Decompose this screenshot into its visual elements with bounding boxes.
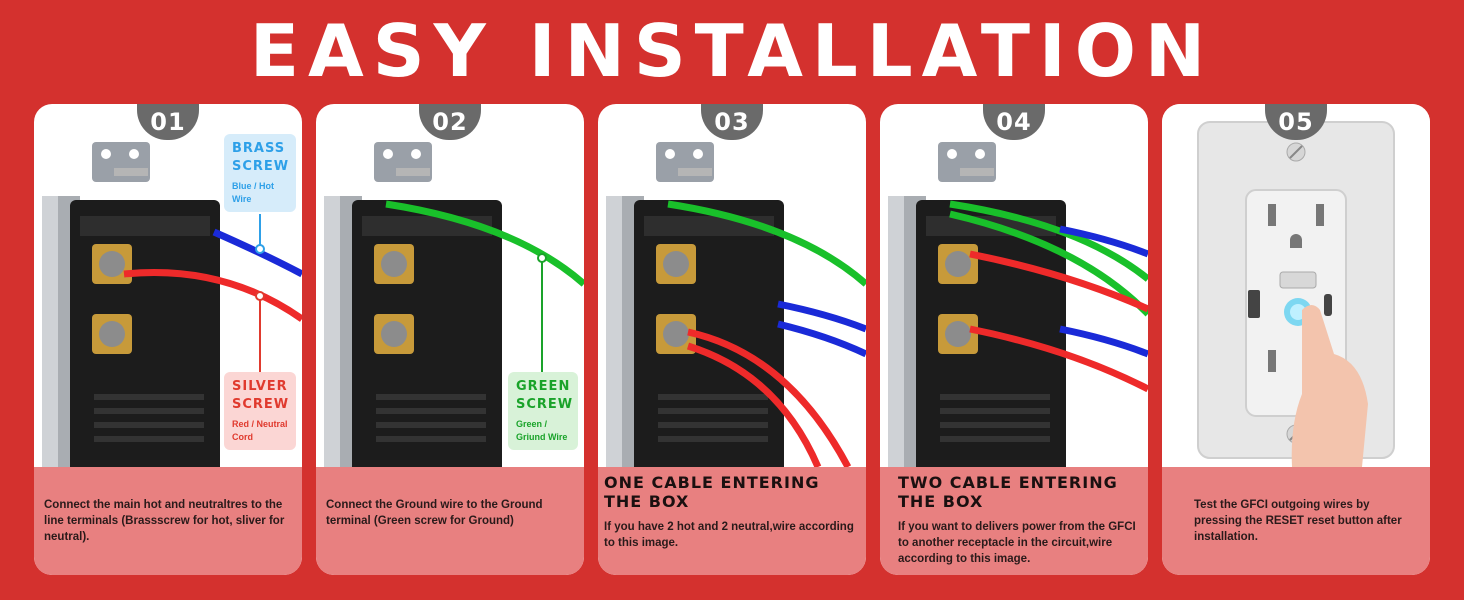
step-caption: ONE CABLE ENTERING THE BOX If you have 2…: [598, 467, 866, 575]
green-screw-label: GREEN SCREW Green / Griund Wire: [508, 372, 578, 450]
step-card-05: 05 Test the GFCI outgoing wires by press…: [1162, 104, 1430, 575]
outlet-wiring-illustration: [324, 142, 584, 467]
step-description: Connect the main hot and neutraltres to …: [44, 499, 285, 543]
step-caption: Test the GFCI outgoing wires by pressing…: [1162, 467, 1430, 575]
step-heading: ONE CABLE ENTERING THE BOX: [604, 473, 820, 511]
outlet-wiring-illustration: [888, 142, 1148, 467]
step-card-02: 02 GREEN SCREW Green / Griund Wire Conne…: [316, 104, 584, 575]
step-card-03: 03 ONE CABLE ENTERING THE BOX If you hav…: [598, 104, 866, 575]
brass-screw-label: BRASS SCREW Blue / Hot Wire: [224, 134, 296, 212]
step-description: Test the GFCI outgoing wires by pressing…: [1194, 499, 1402, 543]
step-description: Connect the Ground wire to the Ground te…: [326, 499, 543, 527]
step-card-01: 01 BRASS SCREW Blue / Hot Wire SILVER SC…: [34, 104, 302, 575]
step-card-04: 04 TWO CABLE ENTERING THE BOX If you wan…: [880, 104, 1148, 575]
brass-screw-title: BRASS SCREW: [232, 141, 290, 174]
outlet-wiring-illustration: [42, 142, 302, 467]
step-description: If you want to delivers power from the G…: [898, 521, 1136, 565]
outlet-wiring-illustration: [606, 142, 866, 467]
step-caption: Connect the main hot and neutraltres to …: [34, 467, 302, 575]
page-title: EASY INSTALLATION: [249, 9, 1215, 93]
step-heading: TWO CABLE ENTERING THE BOX: [898, 473, 1118, 511]
green-screw-sub: Green / Griund Wire: [516, 419, 568, 442]
silver-screw-title: SILVER SCREW: [232, 379, 290, 412]
step-number-badge: 03: [701, 104, 763, 140]
step-caption: Connect the Ground wire to the Ground te…: [316, 467, 584, 575]
step-description: If you have 2 hot and 2 neutral,wire acc…: [604, 521, 854, 549]
green-screw-title: GREEN SCREW: [516, 379, 574, 412]
silver-screw-sub: Red / Neutral Cord: [232, 419, 288, 442]
silver-screw-label: SILVER SCREW Red / Neutral Cord: [224, 372, 296, 450]
brass-screw-sub: Blue / Hot Wire: [232, 181, 274, 204]
gfci-outlet-test-illustration: [1162, 104, 1430, 467]
step-number-badge: 04: [983, 104, 1045, 140]
step-caption: TWO CABLE ENTERING THE BOX If you want t…: [880, 467, 1148, 575]
